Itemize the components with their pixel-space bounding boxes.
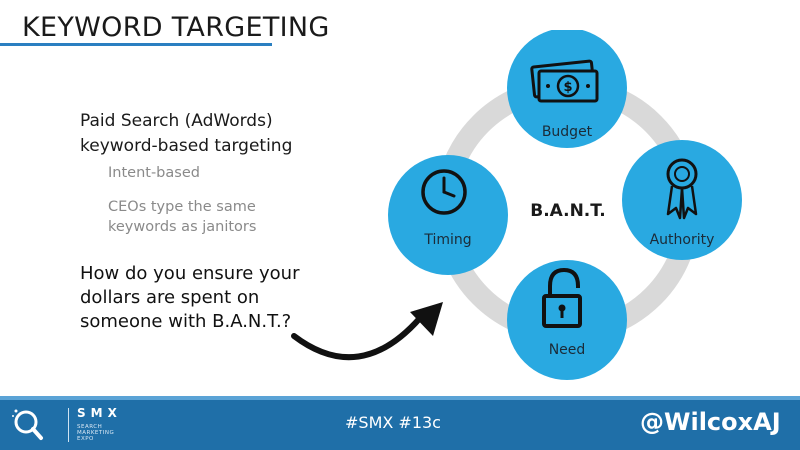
main-heading: Paid Search (AdWords) keyword-based targ… — [80, 109, 292, 159]
bullet-ceos-line-1: CEOs type the same — [108, 199, 256, 215]
question-line-1: How do you ensure your — [80, 263, 300, 284]
heading-line-1: Paid Search (AdWords) — [80, 111, 273, 131]
bant-diagram: $ Budget Authority Ne — [388, 30, 742, 380]
node-timing: Timing — [388, 155, 508, 275]
curved-arrow-icon — [291, 302, 443, 361]
question-line-2: dollars are spent on — [80, 287, 260, 308]
bullet-intent: Intent-based — [108, 165, 200, 181]
svg-text:$: $ — [563, 80, 572, 95]
smx-logo-sub-3: EXPO — [77, 436, 94, 442]
node-timing-label: Timing — [423, 232, 471, 248]
node-budget: $ Budget — [507, 30, 627, 148]
node-need-label: Need — [549, 342, 586, 358]
slide-title: KEYWORD TARGETING — [22, 12, 330, 43]
diagram-center-label: B.A.N.T. — [530, 201, 606, 221]
question-text: How do you ensure your dollars are spent… — [80, 262, 300, 334]
node-authority: Authority — [622, 140, 742, 260]
bullet-ceos: CEOs type the same keywords as janitors — [108, 197, 256, 237]
footer-twitter-handle: @WilcoxAJ — [640, 408, 781, 436]
clock-icon — [421, 169, 467, 215]
unlocked-padlock-icon — [542, 267, 582, 328]
footer-bar — [0, 400, 800, 450]
heading-line-2: keyword-based targeting — [80, 136, 293, 156]
node-need: Need — [507, 260, 627, 380]
node-budget-label: Budget — [542, 124, 593, 140]
smx-logo-sub-1: SEARCH — [77, 424, 103, 430]
money-icon: $ — [530, 59, 599, 103]
node-authority-label: Authority — [650, 232, 715, 248]
footer-hashtag: #SMX #13c — [345, 413, 441, 432]
logo-divider — [68, 408, 69, 442]
smx-logo-text: SMX — [77, 406, 122, 420]
bullet-ceos-line-2: keywords as janitors — [108, 219, 257, 235]
question-line-3: someone with B.A.N.T.? — [80, 311, 292, 332]
title-underline — [0, 43, 272, 46]
ribbon-award-icon — [666, 158, 698, 220]
footer-accent-line — [0, 396, 800, 400]
smx-magnifier-logo-icon — [12, 409, 43, 440]
smx-logo-sub-2: MARKETING — [77, 430, 115, 436]
